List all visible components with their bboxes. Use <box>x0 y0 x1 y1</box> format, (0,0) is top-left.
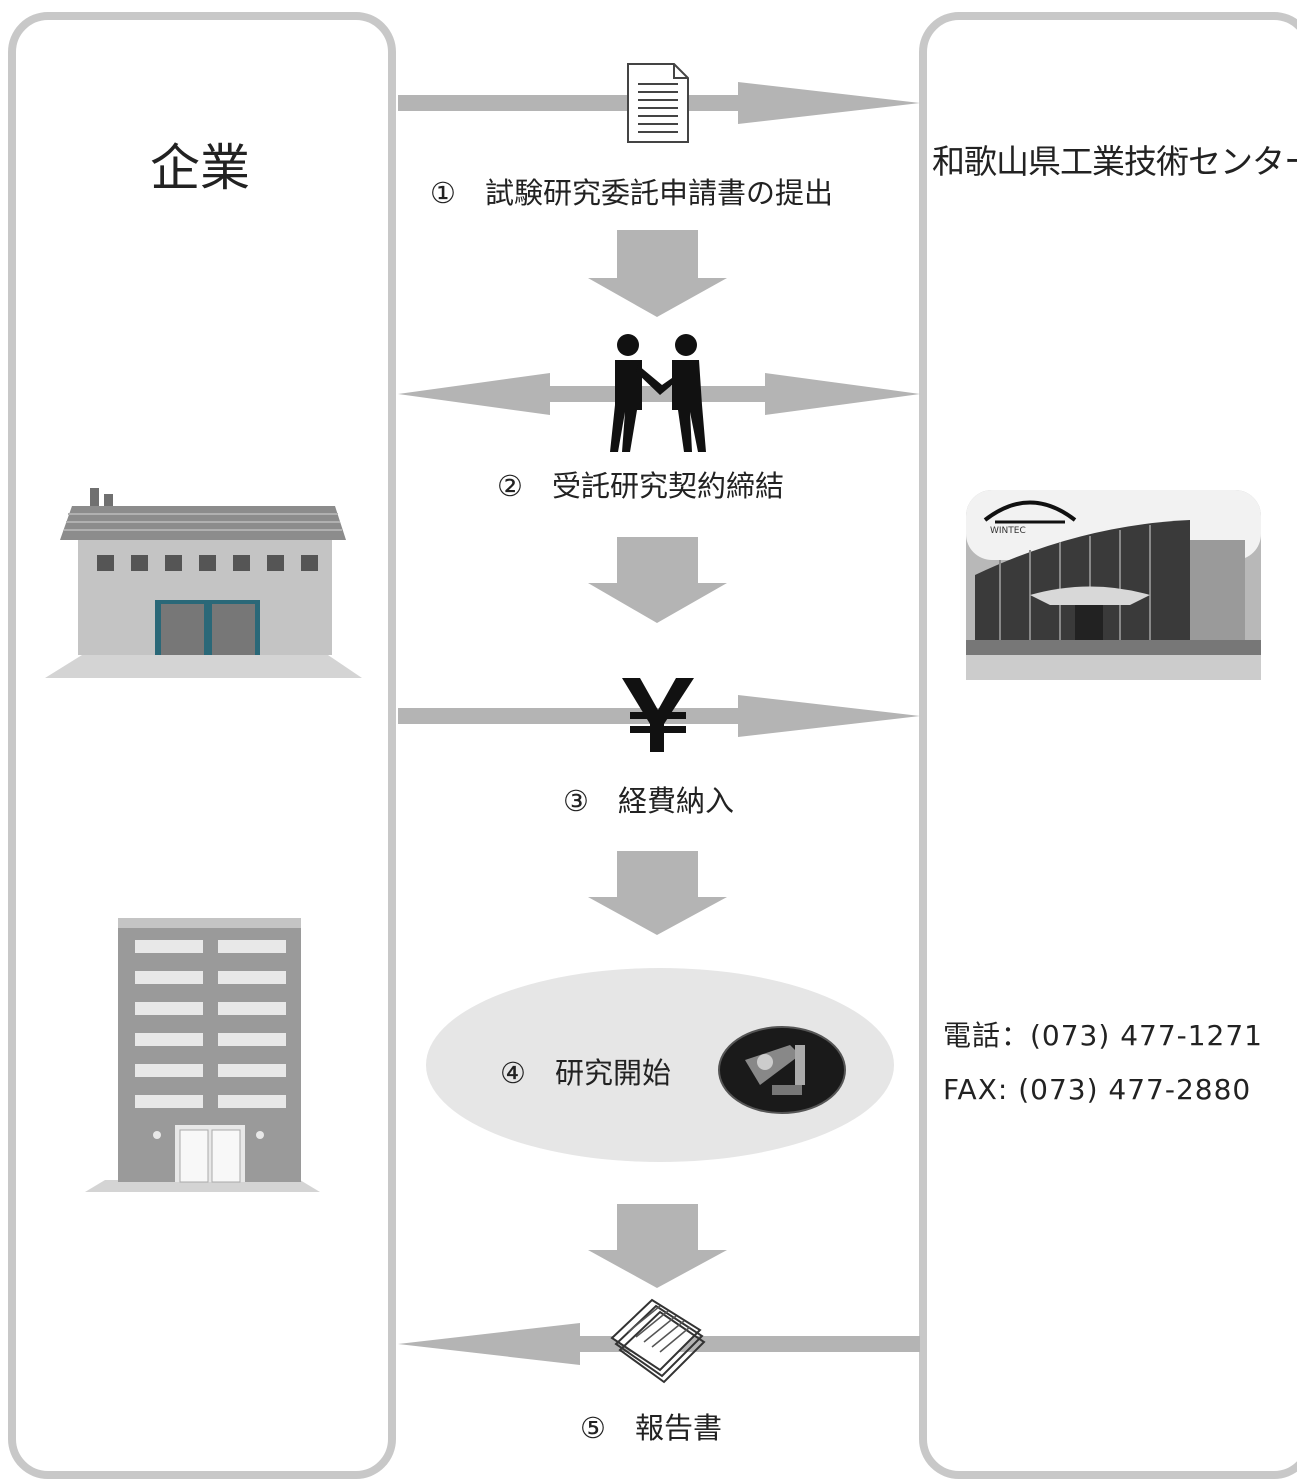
factory-icon <box>45 488 362 678</box>
arrow-step2 <box>398 373 920 415</box>
microscope-photo <box>718 1026 846 1114</box>
step-4-label: ④ 研究開始 <box>500 1056 671 1090</box>
center-title: 和歌山県工業技術センター <box>932 142 1297 181</box>
step-2-label: ② 受託研究契約締結 <box>497 469 784 503</box>
center-panel <box>919 12 1297 1479</box>
company-panel <box>8 12 396 1479</box>
company-title: 企業 <box>150 139 250 197</box>
step-5-label: ⑤ 報告書 <box>580 1411 722 1445</box>
down-arrow-4 <box>588 1204 727 1288</box>
handshake-icon <box>610 334 706 452</box>
report-papers-icon <box>610 1298 706 1384</box>
down-arrow-3 <box>588 851 727 935</box>
yen-icon <box>622 678 694 752</box>
center-building-photo <box>966 490 1261 680</box>
fax-number: FAX: (073) 477-2880 <box>943 1073 1252 1106</box>
center-photo-caption: WINTEC <box>990 526 1026 536</box>
office-building-icon <box>85 918 320 1192</box>
down-arrow-2 <box>588 537 727 623</box>
step-1-label: ① 試験研究委託申請書の提出 <box>430 176 833 210</box>
step-3-label: ③ 経費納入 <box>563 784 734 818</box>
down-arrow-1 <box>588 230 727 317</box>
document-icon <box>627 63 689 143</box>
phone-number: 電話：(073) 477-1271 <box>943 1019 1263 1052</box>
